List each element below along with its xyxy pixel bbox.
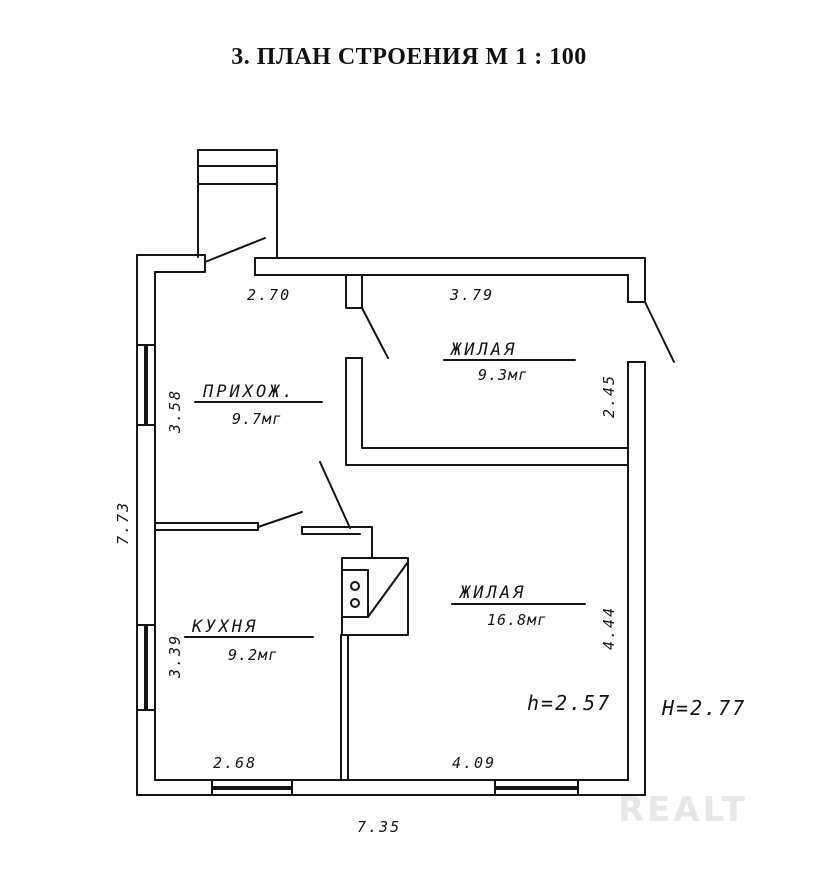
dimension-right-upper: 2.45 xyxy=(600,374,618,418)
dimension-top-right: 3.79 xyxy=(449,286,494,304)
interior-walls xyxy=(154,274,629,781)
entrance-porch xyxy=(197,149,278,258)
room-area-kitchen: 9.2мг xyxy=(228,646,278,664)
room-name-bedroom-small: ЖИЛАЯ xyxy=(449,340,517,360)
room-name-bedroom-large: ЖИЛАЯ xyxy=(458,583,526,603)
dimension-bottom-total: 7.35 xyxy=(357,818,401,836)
dimension-bottom-right: 4.09 xyxy=(452,754,496,772)
dimension-hall-height: 3.58 xyxy=(166,389,184,434)
dimension-kitchen-height: 3.39 xyxy=(166,634,184,679)
room-area-bedroom-small: 9.3мг xyxy=(478,366,528,384)
dimension-bottom-left: 2.68 xyxy=(213,754,257,772)
room-area-hallway: 9.7мг xyxy=(232,410,282,428)
dimension-right-lower: 4.44 xyxy=(600,606,618,650)
room-area-bedroom-large: 16.8мг xyxy=(487,611,547,629)
watermark-logo: REALT xyxy=(618,790,748,830)
dimension-top-left: 2.70 xyxy=(247,286,291,304)
stove xyxy=(341,557,409,636)
page-title: 3. ПЛАН СТРОЕНИЯ М 1 : 100 xyxy=(231,44,587,70)
room-name-kitchen: КУХНЯ xyxy=(191,617,258,637)
outer-height-label: H=2.77 xyxy=(661,696,746,720)
dimension-left-total: 7.73 xyxy=(114,501,132,545)
doors xyxy=(204,237,675,529)
windows xyxy=(136,344,579,796)
inner-height-label: h=2.57 xyxy=(527,691,611,715)
room-name-hallway: ПРИХОЖ. xyxy=(202,382,296,402)
